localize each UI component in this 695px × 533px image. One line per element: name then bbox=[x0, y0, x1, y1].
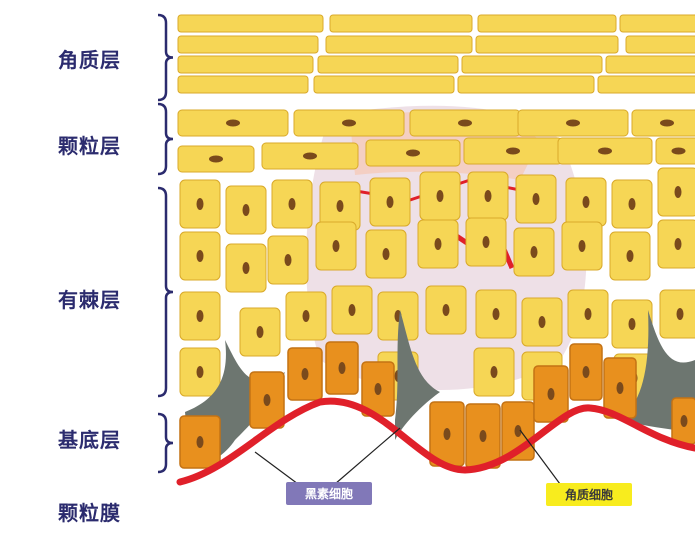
basal-nucleus bbox=[616, 382, 624, 394]
layer-bracket bbox=[157, 13, 174, 102]
label-stratum-spinosum: 有棘层 bbox=[58, 288, 121, 312]
layer-brackets bbox=[157, 13, 174, 474]
spinous-nucleus bbox=[584, 308, 592, 320]
spinous-nucleus bbox=[434, 238, 442, 250]
spinous-nucleus bbox=[442, 304, 450, 316]
spinous-nucleus bbox=[674, 186, 682, 198]
spinous-nucleus bbox=[626, 250, 634, 262]
spinous-nucleus bbox=[302, 310, 310, 322]
corneum-cell bbox=[325, 35, 473, 54]
granular-nucleus bbox=[406, 149, 420, 157]
membrane-wave bbox=[176, 397, 695, 486]
basal-nucleus bbox=[443, 428, 451, 440]
basal-nucleus bbox=[479, 430, 487, 442]
spinous-nucleus bbox=[242, 204, 250, 216]
basal-nucleus bbox=[547, 388, 555, 400]
basement-membrane-line bbox=[176, 397, 695, 486]
layer-bracket bbox=[157, 412, 174, 474]
basal-nucleus bbox=[196, 436, 204, 448]
corneum-cell bbox=[329, 14, 473, 33]
granular-nucleus bbox=[598, 147, 612, 155]
basal-nucleus bbox=[263, 394, 271, 406]
granular-nucleus bbox=[303, 152, 317, 160]
granular-nucleus bbox=[209, 155, 223, 163]
leader-keratinocyte bbox=[519, 429, 561, 485]
spinous-nucleus bbox=[196, 198, 204, 210]
spinous-nucleus bbox=[490, 366, 498, 378]
leader-melanocyte-1 bbox=[254, 451, 299, 485]
spinous-nucleus bbox=[196, 366, 204, 378]
spinous-nucleus bbox=[484, 190, 492, 202]
corneum-cell bbox=[477, 14, 617, 33]
corneum-cell bbox=[605, 55, 695, 74]
spinous-nucleus bbox=[628, 198, 636, 210]
stratum-granulosum-cells bbox=[177, 109, 695, 269]
corneum-cell bbox=[619, 14, 695, 33]
granular-nucleus bbox=[671, 147, 686, 155]
basal-nucleus bbox=[301, 368, 309, 380]
granular-nucleus bbox=[342, 119, 356, 127]
basal-nucleus bbox=[582, 366, 590, 378]
corneum-cell bbox=[177, 14, 324, 33]
label-stratum-basale: 基底层 bbox=[58, 428, 121, 452]
basal-nucleus bbox=[680, 415, 688, 427]
basal-nucleus bbox=[514, 425, 522, 437]
spinous-nucleus bbox=[242, 262, 250, 274]
spinous-nucleus bbox=[284, 254, 292, 266]
callout-leader-lines bbox=[254, 427, 561, 485]
leader-melanocyte-2 bbox=[334, 427, 401, 485]
spinous-nucleus bbox=[674, 238, 682, 250]
spinous-nucleus bbox=[492, 308, 500, 320]
corneum-cell bbox=[177, 75, 309, 94]
callout-keratinocyte: 角质细胞 bbox=[546, 483, 632, 506]
corneum-cell bbox=[597, 75, 695, 94]
spinous-nucleus bbox=[578, 240, 586, 252]
spinous-nucleus bbox=[530, 246, 538, 258]
stratum-corneum-cells bbox=[177, 14, 695, 94]
corneum-cell bbox=[625, 35, 695, 54]
spinous-nucleus bbox=[582, 196, 590, 208]
layer-bracket bbox=[157, 186, 174, 398]
granular-nucleus bbox=[566, 119, 580, 127]
callout-melanocyte: 黑素细胞 bbox=[286, 482, 372, 505]
corneum-cell bbox=[177, 55, 314, 74]
spinous-nucleus bbox=[348, 304, 356, 316]
corneum-cell bbox=[461, 55, 603, 74]
spinous-nucleus bbox=[332, 240, 340, 252]
spinous-nucleus bbox=[288, 198, 296, 210]
label-basement-membrane: 颗粒膜 bbox=[58, 501, 121, 525]
spinous-nucleus bbox=[386, 196, 394, 208]
spinous-nucleus bbox=[336, 200, 344, 212]
basal-nucleus bbox=[338, 362, 346, 374]
spinous-nucleus bbox=[628, 318, 636, 330]
melanocyte-middle bbox=[395, 310, 440, 440]
corneum-cell bbox=[313, 75, 455, 94]
granular-nucleus bbox=[226, 119, 240, 127]
label-stratum-granulosum: 颗粒层 bbox=[58, 134, 121, 158]
granular-nucleus bbox=[660, 119, 674, 127]
basal-nucleus bbox=[374, 383, 382, 395]
spinous-nucleus bbox=[532, 193, 540, 205]
spinous-nucleus bbox=[676, 308, 684, 320]
granular-nucleus bbox=[458, 119, 472, 127]
layer-bracket bbox=[157, 102, 174, 176]
corneum-cell bbox=[177, 35, 319, 54]
spinous-nucleus bbox=[196, 250, 204, 262]
spinous-nucleus bbox=[382, 248, 390, 260]
corneum-cell bbox=[317, 55, 459, 74]
spinous-nucleus bbox=[436, 190, 444, 202]
corneum-cell bbox=[457, 75, 595, 94]
spinous-nucleus bbox=[196, 310, 204, 322]
spinous-nucleus bbox=[482, 236, 490, 248]
label-stratum-corneum: 角质层 bbox=[58, 48, 121, 72]
corneum-cell bbox=[475, 35, 619, 54]
granular-nucleus bbox=[506, 147, 520, 155]
spinous-nucleus bbox=[256, 326, 264, 338]
spinous-nucleus bbox=[538, 316, 546, 328]
stratum-basale-cells bbox=[179, 341, 695, 469]
